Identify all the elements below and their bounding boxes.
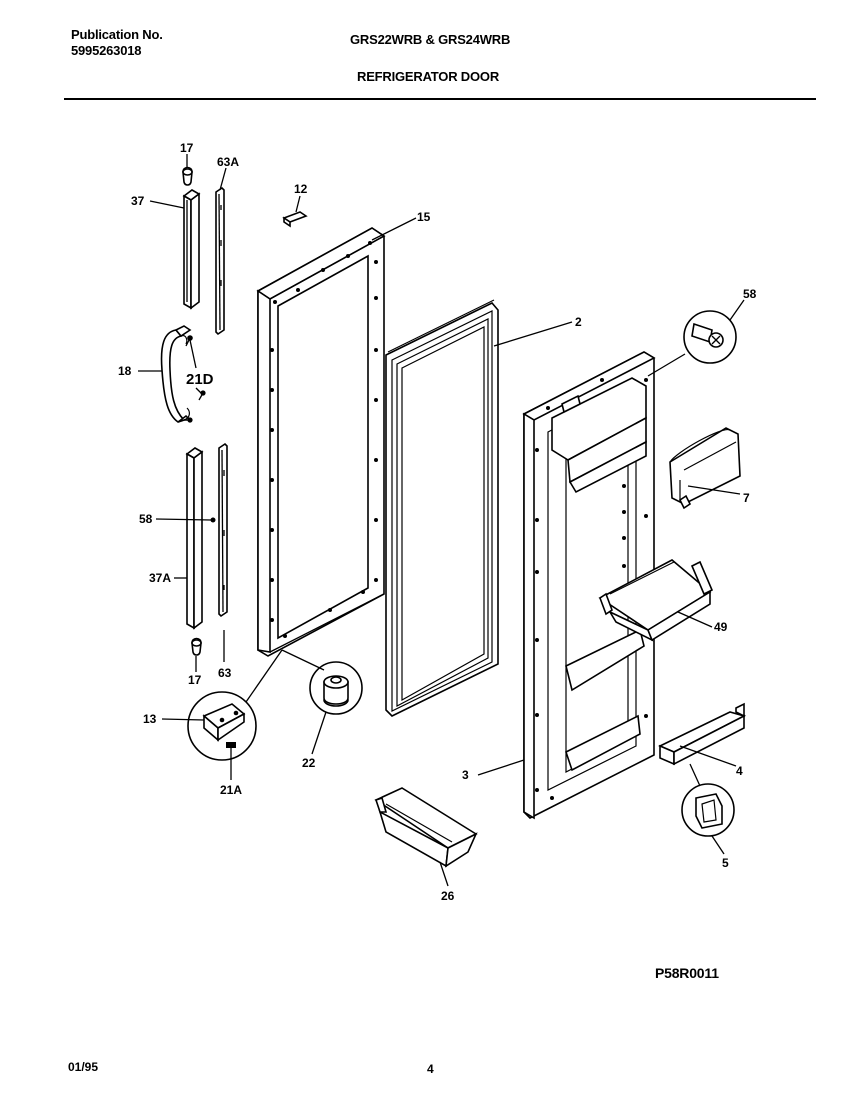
publication-label: Publication No. bbox=[71, 27, 163, 42]
callout-15: 15 bbox=[417, 210, 431, 224]
callout-12: 12 bbox=[294, 182, 308, 196]
part-22-bushing-detail bbox=[309, 661, 363, 715]
callout-2: 2 bbox=[575, 315, 582, 329]
footer-date: 01/95 bbox=[68, 1060, 99, 1074]
model-numbers: GRS22WRB & GRS24WRB bbox=[350, 32, 511, 47]
part-37-trim-strip bbox=[182, 189, 201, 310]
callout-3: 3 bbox=[462, 768, 469, 782]
part-4-bar bbox=[658, 702, 747, 766]
callout-58-strip: 58 bbox=[139, 512, 153, 526]
callout-63: 63 bbox=[218, 666, 232, 680]
header-rule bbox=[64, 98, 816, 100]
callout-22: 22 bbox=[302, 756, 316, 770]
callout-49: 49 bbox=[714, 620, 728, 634]
leader-lines bbox=[138, 154, 745, 887]
part-7-dairy-cover bbox=[669, 427, 741, 510]
callout-58-top: 58 bbox=[743, 287, 757, 301]
part-58-screw-detail bbox=[683, 310, 737, 364]
part-63a-seal-strip bbox=[215, 186, 225, 336]
callout-18: 18 bbox=[118, 364, 132, 378]
part-26-door-bin bbox=[374, 787, 478, 868]
part-3-door-liner bbox=[522, 351, 656, 820]
callout-17-bottom: 17 bbox=[188, 673, 202, 687]
callout-labels: 17 63A 37 12 15 58 2 18 21D 7 58 37A 49 … bbox=[118, 141, 757, 903]
part-58-strip-screw bbox=[210, 517, 216, 523]
callout-26: 26 bbox=[441, 889, 455, 903]
part-49-door-bin bbox=[598, 559, 714, 642]
callout-7: 7 bbox=[743, 491, 750, 505]
part-13-hinge-detail bbox=[187, 691, 257, 761]
callout-37a: 37A bbox=[149, 571, 171, 585]
part-21d-screws bbox=[185, 335, 206, 423]
part-37a-trim-strip bbox=[185, 447, 204, 630]
callout-5: 5 bbox=[722, 856, 729, 870]
callout-13: 13 bbox=[143, 712, 157, 726]
callout-17-top: 17 bbox=[180, 141, 194, 155]
figure-code: P58R0011 bbox=[655, 965, 719, 981]
part-2-door-gasket bbox=[385, 299, 499, 717]
callout-37: 37 bbox=[131, 194, 145, 208]
part-15-door-frame bbox=[256, 227, 386, 657]
part-5-clip-detail bbox=[681, 783, 735, 837]
publication-number: 5995263018 bbox=[71, 43, 142, 58]
part-17-end-cap-top bbox=[182, 166, 193, 186]
section-title: REFRIGERATOR DOOR bbox=[357, 69, 500, 84]
callout-63a: 63A bbox=[217, 155, 239, 169]
callout-4: 4 bbox=[736, 764, 743, 778]
callout-21d: 21D bbox=[186, 371, 214, 388]
part-12-plug bbox=[282, 211, 308, 228]
part-63-seal-strip bbox=[218, 442, 228, 618]
callout-21a: 21A bbox=[220, 783, 242, 797]
part-17-end-cap-bottom bbox=[191, 637, 202, 656]
page-number: 4 bbox=[427, 1062, 434, 1076]
part-21a-screw bbox=[226, 742, 236, 756]
